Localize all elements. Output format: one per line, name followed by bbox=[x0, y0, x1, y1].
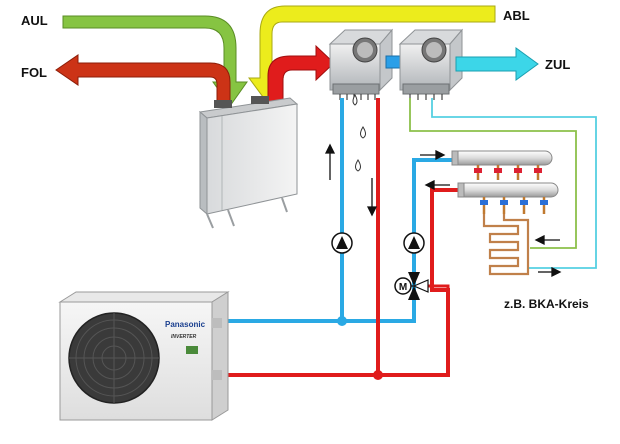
bypass-line bbox=[428, 284, 450, 290]
fol-arrow bbox=[55, 54, 231, 105]
bka-circuit-label: z.B. BKA-Kreis bbox=[504, 297, 589, 311]
ventilation-unit bbox=[198, 96, 299, 229]
circulation-pump-right bbox=[403, 232, 425, 254]
red-junction bbox=[373, 370, 383, 380]
blue-junction bbox=[337, 316, 347, 326]
svg-text:M: M bbox=[399, 282, 407, 293]
outdoor-unit bbox=[58, 291, 230, 421]
mixing-valve: M bbox=[394, 272, 429, 300]
coil-return-line bbox=[409, 98, 577, 249]
zul-arrow bbox=[455, 47, 539, 81]
coil-supply-line bbox=[431, 98, 597, 269]
return-branch-line bbox=[378, 188, 458, 377]
outdoor-unit-brand: Panasonic bbox=[165, 320, 206, 329]
abl-label: ABL bbox=[503, 8, 530, 23]
outdoor-unit-badge: INVERTER bbox=[171, 334, 197, 340]
manifold-upper bbox=[451, 150, 553, 180]
zul-label: ZUL bbox=[545, 57, 571, 72]
supply-air-arrow bbox=[267, 44, 335, 103]
manifold-lower bbox=[457, 182, 559, 214]
bka-loop bbox=[482, 214, 530, 276]
flow-arrows bbox=[324, 143, 562, 278]
circulation-pump-left bbox=[331, 232, 353, 254]
duct-heater bbox=[328, 28, 394, 100]
condensate-drops bbox=[352, 93, 366, 172]
fol-label: FOL bbox=[21, 65, 47, 80]
aul-label: AUL bbox=[21, 13, 48, 28]
heat-pump-branch-line bbox=[342, 158, 452, 323]
coil-module bbox=[398, 28, 464, 100]
